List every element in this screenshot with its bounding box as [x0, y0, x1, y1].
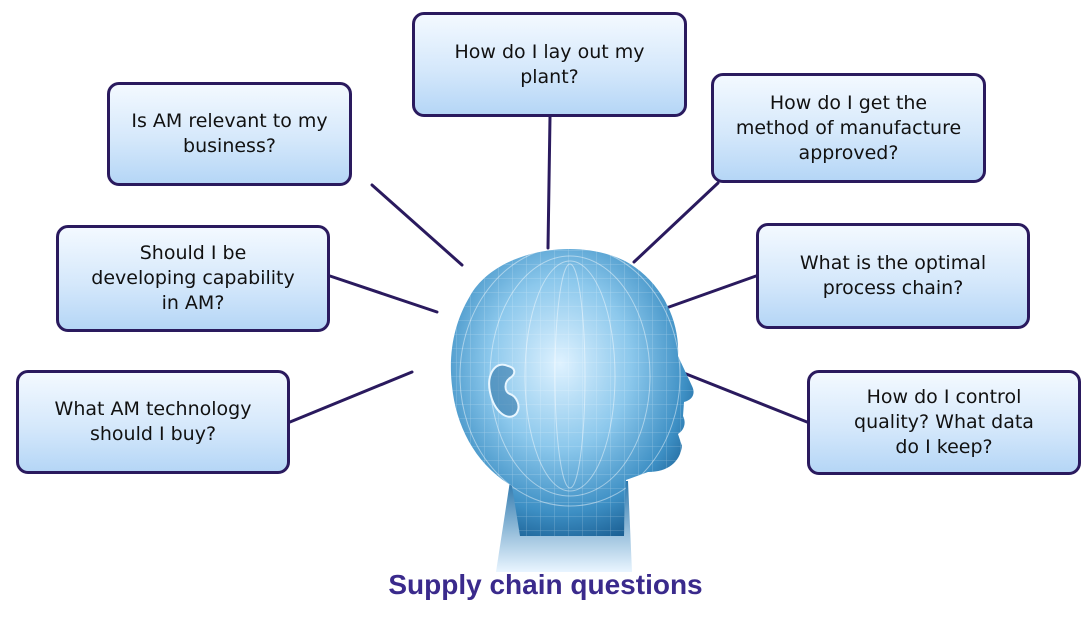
question-box-method-approval: How do I get the method of manufacture a…	[711, 73, 986, 183]
diagram-caption: Supply chain questions	[388, 569, 703, 600]
head-icon	[450, 248, 694, 572]
question-text-method-approval: How do I get the method of manufacture a…	[735, 91, 962, 164]
question-text-am-relevance: Is AM relevant to my business?	[131, 110, 328, 157]
connector-capability	[328, 274, 439, 314]
question-box-quality-control: How do I control quality? What data do I…	[807, 370, 1081, 475]
connector-approved	[632, 181, 720, 264]
question-text-capability: Should I be developing capability in AM?	[91, 242, 295, 314]
connector-technology	[288, 370, 414, 424]
connector-relevant	[370, 183, 464, 267]
connector-process	[653, 274, 758, 314]
question-box-plant-layout: How do I lay out my plant?	[412, 12, 687, 117]
question-text-process-chain: What is the optimal process chain?	[799, 252, 987, 299]
question-box-am-relevance: Is AM relevant to my business?	[107, 82, 352, 186]
head-profile-image	[400, 236, 720, 572]
question-text-quality-control: How do I control quality? What data do I…	[854, 386, 1034, 458]
question-box-capability: Should I be developing capability in AM?	[56, 225, 330, 332]
question-text-plant-layout: How do I lay out my plant?	[454, 40, 645, 88]
question-box-process-chain: What is the optimal process chain?	[756, 223, 1030, 329]
question-text-am-technology: What AM technology should I buy?	[54, 398, 252, 445]
question-box-am-technology: What AM technology should I buy?	[16, 370, 290, 474]
connector-layout	[546, 115, 552, 250]
